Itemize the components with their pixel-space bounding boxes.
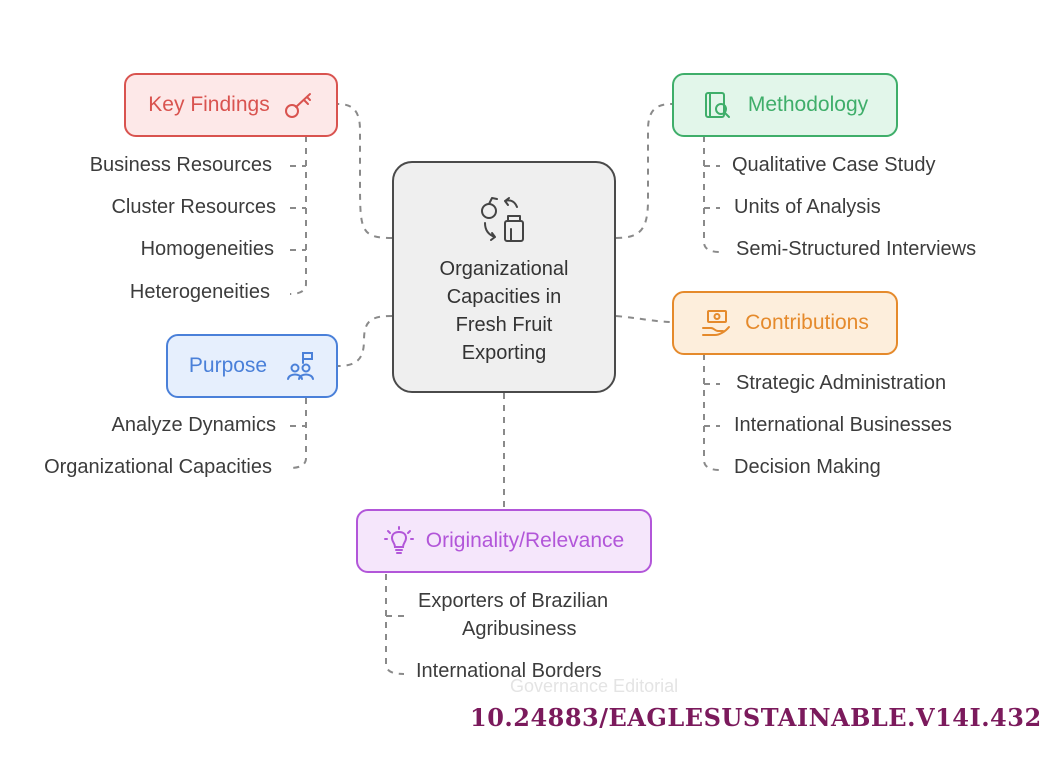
methodology-item-1: Qualitative Case Study (732, 154, 936, 176)
connector-contributions-trunk (703, 354, 721, 471)
connector-methodology-branches (704, 165, 720, 209)
central-topic-line-4: Exporting (461, 342, 547, 364)
contributions-node: Contributions (672, 291, 898, 355)
connector-methodology (615, 103, 673, 239)
methodology-title: Methodology (747, 93, 869, 116)
originality-title: Originality/Relevance (425, 529, 625, 552)
originality-node: Originality/Relevance (356, 509, 652, 573)
connector-originality-trunk (385, 574, 405, 675)
connector-key-findings-trunk (289, 136, 307, 295)
central-topic-line-1: Organizational (439, 258, 569, 280)
purpose-node: Purpose (166, 334, 338, 398)
key-findings-item-4: Heterogeneities (129, 281, 270, 303)
connector-contributions-branches (704, 383, 720, 427)
connector-key-findings-branches (290, 165, 306, 251)
originality-item-1: Exporters of Brazilian (418, 590, 609, 612)
key-findings-item-2: Cluster Resources (111, 196, 276, 218)
methodology-item-3: Semi-Structured Interviews (736, 238, 977, 260)
contributions-item-3: Decision Making (734, 456, 881, 478)
key-findings-item-3: Homogeneities (140, 238, 274, 260)
watermark-text: Governance Editorial (510, 676, 679, 696)
connector-contributions (615, 315, 673, 323)
contributions-item-2: International Businesses (734, 414, 952, 436)
doi-label: 10.24883/EAGLESUSTAINABLE.V14I.432 (470, 703, 1042, 732)
originality-item-2: Agribusiness (462, 618, 577, 640)
money-hand-icon (702, 310, 731, 336)
contributions-title: Contributions (745, 311, 869, 334)
key-icon (284, 93, 311, 118)
purpose-item-1: Analyze Dynamics (111, 414, 276, 436)
contributions-item-1: Strategic Administration (736, 372, 947, 394)
key-findings-node: Key Findings (124, 73, 338, 137)
key-findings-item-1: Business Resources (89, 154, 272, 176)
fruit-exchange-icon (481, 197, 524, 242)
connector-methodology-trunk (703, 136, 721, 253)
central-topic-line-2: Capacities in (446, 286, 562, 308)
methodology-node: Methodology (672, 73, 898, 137)
central-topic-line-3: Fresh Fruit (455, 314, 553, 336)
connector-purpose-trunk (289, 398, 307, 469)
originality-item-3: International Borders (416, 660, 602, 682)
lightbulb-icon (383, 526, 414, 554)
purpose-item-2: Organizational Capacities (44, 456, 272, 478)
central-topic-node: Organizational Capacities in Fresh Fruit… (392, 161, 616, 393)
key-findings-title: Key Findings (148, 93, 270, 116)
methodology-item-2: Units of Analysis (734, 196, 881, 218)
book-search-icon (704, 92, 730, 118)
connector-purpose (337, 315, 393, 367)
connector-key-findings (337, 103, 393, 239)
purpose-title: Purpose (188, 354, 268, 377)
team-goal-icon (287, 352, 315, 380)
